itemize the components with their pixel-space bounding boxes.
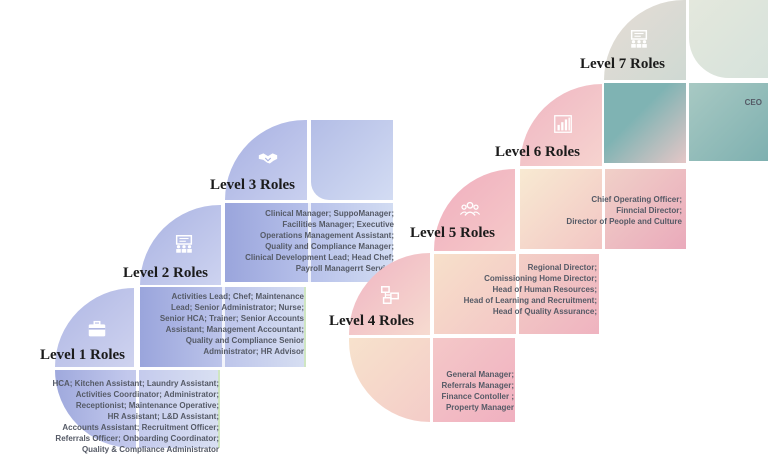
level-2-tile-bottom-split xyxy=(222,287,225,367)
role-line: Chief Operating Officer; xyxy=(591,195,682,204)
role-line: Operations Management Assistant; xyxy=(260,231,394,240)
role-line: Head of Learning and Recruitment; xyxy=(463,296,597,305)
handshake-icon xyxy=(257,147,279,169)
role-line: Finance Contoller ; xyxy=(441,392,514,401)
role-line: Finncial Director; xyxy=(616,206,682,215)
role-line: HCA; Kitchen Assistant; Laundry Assistan… xyxy=(52,379,219,388)
level-7-tile-top-right xyxy=(689,0,768,78)
level-1-roles: HCA; Kitchen Assistant; Laundry Assistan… xyxy=(52,378,219,455)
role-line: Quality & Compliance Administrator xyxy=(81,445,219,454)
presentation-icon xyxy=(628,28,650,50)
role-line: General Manager; xyxy=(446,370,514,379)
level-4-roles: General Manager; Referrals Manager; Fina… xyxy=(442,369,514,413)
role-line: Regional Director; xyxy=(527,263,597,272)
role-line: Accounts Assistant; Recruitment Officer; xyxy=(62,423,219,432)
level-7-tile-bottom-left xyxy=(604,83,686,163)
level-3-tile-bottom-split xyxy=(308,203,311,282)
role-line: Facilities Manager; Executive xyxy=(282,220,394,229)
role-line: Payroll Managerrt Service xyxy=(295,264,394,273)
level-7-roles: CEO xyxy=(745,97,762,108)
level-6-roles: Chief Operating Officer; Finncial Direct… xyxy=(566,194,682,227)
level-5-tile-bottom-left xyxy=(434,254,516,334)
level-4-title: Level 4 Roles xyxy=(329,313,414,329)
role-line: Quality and Compliance Senior xyxy=(185,336,304,345)
role-line: HR Assistant; L&D Assistant; xyxy=(107,412,219,421)
role-line: Assistant; Management Accountant; xyxy=(165,325,304,334)
role-line: Administrator; HR Advisor xyxy=(203,347,304,356)
role-line: CEO xyxy=(744,98,762,107)
role-line: Activities Coordinator; Administrator; xyxy=(75,390,219,399)
level-6-tile-bottom-left xyxy=(520,169,602,249)
role-line: Property Manager xyxy=(445,403,514,412)
level-6-tile-bottom-right xyxy=(605,169,686,249)
level-2-title: Level 2 Roles xyxy=(123,265,208,281)
role-line: Referrals Officer; Onboarding Coordinato… xyxy=(55,434,219,443)
level-5-tile-bottom-right xyxy=(519,254,599,334)
role-line: Director of People and Culture xyxy=(566,217,682,226)
level-2-roles: Activities Lead; Chef; Maintenance Lead;… xyxy=(160,291,304,357)
level-1-title: Level 1 Roles xyxy=(40,347,125,363)
role-line: Senior HCA; Trainer; Senior Accounts xyxy=(159,314,304,323)
level-5-roles: Regional Director; Comissioning Home Dir… xyxy=(464,262,597,317)
role-line: Comissioning Home Director; xyxy=(484,274,597,283)
role-line: Referrals Manager; xyxy=(441,381,514,390)
level-7-tile-bottom-right xyxy=(689,83,768,161)
role-line: Clinical Manager; SuppoManager; xyxy=(265,209,394,218)
role-line: Head of Human Resources; xyxy=(492,285,597,294)
level-4-tile-bottom-right xyxy=(433,338,515,422)
team-board-icon xyxy=(173,233,195,255)
level-3-tile-top-right xyxy=(311,120,393,200)
level-7-title: Level 7 Roles xyxy=(580,56,665,72)
role-line: Quality and Compliance Manager; xyxy=(265,242,394,251)
role-line: Clinical Development Lead; Head Chef; xyxy=(245,253,394,262)
level-3-roles: Clinical Manager; SuppoManager; Faciliti… xyxy=(245,208,394,274)
level-1-tile-bottom-split xyxy=(136,370,139,448)
people-group-icon xyxy=(459,198,481,220)
level-5-title: Level 5 Roles xyxy=(410,225,495,241)
level-6-title: Level 6 Roles xyxy=(495,144,580,160)
level-4-tile-bottom-left xyxy=(349,338,430,422)
briefcase-icon xyxy=(86,318,108,340)
role-line: Activities Lead; Chef; Maintenance xyxy=(171,292,304,301)
role-line: Head of Quality Assurance; xyxy=(492,307,597,316)
role-line: Receptionist; Maintenance Operative; xyxy=(75,401,219,410)
bar-chart-icon xyxy=(552,113,574,135)
org-chart-icon xyxy=(379,284,401,306)
level-3-title: Level 3 Roles xyxy=(210,177,295,193)
role-line: Lead; Senior Administrator; Nurse; xyxy=(170,303,304,312)
